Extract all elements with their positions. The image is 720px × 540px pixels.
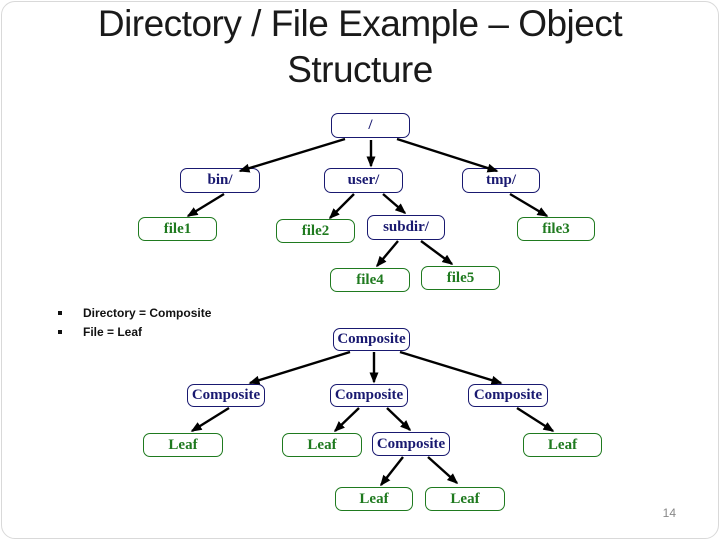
bullet-square-icon <box>58 310 62 315</box>
node-bin: bin/ <box>180 168 260 193</box>
slide-title-line1: Directory / File Example – Object <box>97 3 623 44</box>
bullet-square-icon <box>58 329 62 334</box>
node-composite-right: Composite <box>468 384 548 407</box>
node-file5: file5 <box>421 266 500 290</box>
node-composite-left: Composite <box>187 384 265 407</box>
node-file4: file4 <box>330 268 410 292</box>
node-leaf-right: Leaf <box>523 433 602 457</box>
node-tmp: tmp/ <box>462 168 540 193</box>
node-user: user/ <box>324 168 403 193</box>
node-file3: file3 <box>517 217 595 241</box>
node-file2: file2 <box>276 219 355 243</box>
bullet-list: Directory = Composite File = Leaf <box>58 303 211 341</box>
slide-title: Directory / File Example – Object Struct… <box>0 1 720 93</box>
node-leaf-bottom-2: Leaf <box>425 487 505 511</box>
bullet-text-directory: Directory = Composite <box>83 305 212 320</box>
node-file1: file1 <box>138 217 217 241</box>
node-leaf-2: Leaf <box>282 433 362 457</box>
bullet-item: Directory = Composite <box>58 303 211 322</box>
node-composite-root: Composite <box>333 328 410 351</box>
node-root: / <box>331 113 410 138</box>
node-composite-mid: Composite <box>330 384 408 407</box>
node-leaf-bottom-1: Leaf <box>335 487 413 511</box>
page-number: 14 <box>662 506 676 520</box>
node-subdir: subdir/ <box>367 215 445 240</box>
bullet-text-file: File = Leaf <box>83 324 143 339</box>
bullet-item: File = Leaf <box>58 322 211 341</box>
node-composite-child: Composite <box>372 432 450 456</box>
slide-title-line2: Structure <box>287 49 433 90</box>
node-leaf-1: Leaf <box>143 433 223 457</box>
